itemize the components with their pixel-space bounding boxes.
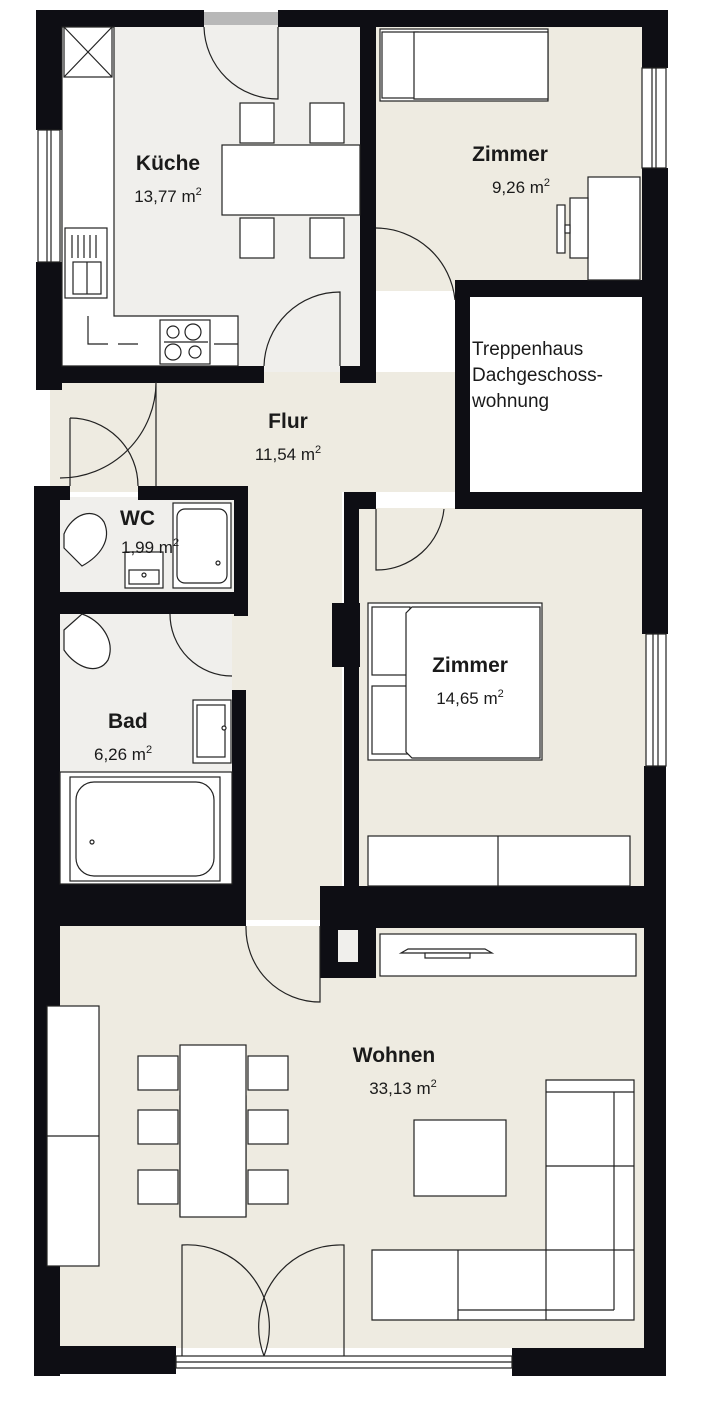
door-zimmer2	[375, 508, 445, 571]
single-bed	[379, 28, 549, 102]
door-flur-side	[59, 381, 157, 486]
washbasin-icon-bad	[192, 699, 232, 764]
room-label-wc: WC 1,99 m2	[112, 507, 212, 558]
room-area: 13,77 m2	[134, 186, 202, 206]
wall-kueche-right	[360, 10, 376, 383]
wall-wc-top-right	[138, 486, 248, 500]
window-zimmer2	[645, 633, 667, 767]
room-label-treppenhaus: Treppenhaus Dachgeschoss- wohnung	[472, 339, 603, 412]
chair	[239, 217, 275, 259]
shaft-void	[338, 930, 358, 962]
door-wc	[69, 417, 139, 487]
flur-corridor-floor	[232, 480, 342, 920]
desk	[556, 176, 641, 281]
wall-right-mid	[642, 168, 668, 634]
toilet-icon-wc	[63, 512, 108, 567]
corner-sofa	[371, 1079, 635, 1321]
wall-left-kueche-upper	[36, 10, 62, 130]
room-area: 33,13 m2	[369, 1078, 437, 1098]
double-bed	[367, 602, 543, 761]
wall-kueche-bottom-left	[36, 366, 264, 383]
chair	[247, 1169, 289, 1205]
wall-zimmer2-left	[344, 492, 359, 922]
washbasin-icon-wc	[124, 551, 164, 589]
wall-wc-bad-divider	[34, 592, 248, 614]
room-name: Wohnen	[352, 1044, 436, 1067]
door-entrance-kueche	[203, 26, 279, 100]
wall-right-top	[642, 10, 668, 68]
flur-floor	[50, 372, 458, 492]
wall-zimmer1-bottom	[455, 280, 668, 297]
room-label-zimmer1: Zimmer 9,26 m2	[446, 143, 574, 198]
chair	[137, 1169, 179, 1205]
door-bad	[169, 613, 233, 677]
toilet-icon-bad	[63, 613, 111, 670]
door-terrace-left	[181, 1244, 270, 1357]
wall-zimmer2-bottom	[320, 886, 666, 928]
tv-board	[379, 933, 637, 977]
chair	[137, 1109, 179, 1145]
chair	[247, 1109, 289, 1145]
stove-icon	[159, 319, 211, 365]
wall-top-left	[36, 10, 204, 27]
room-name: Zimmer	[432, 654, 508, 677]
window-zimmer1	[641, 67, 667, 169]
window-kueche	[37, 129, 61, 263]
treppenhaus-floor	[469, 296, 645, 492]
wall-treppenhaus-left	[455, 280, 470, 495]
chair	[137, 1055, 179, 1091]
room-name: Zimmer	[472, 143, 548, 166]
room-label-wohnen: Wohnen 33,13 m2	[330, 1044, 458, 1099]
window-wohnen-terrace	[175, 1355, 513, 1369]
sideboard	[46, 1005, 100, 1267]
door-kueche-flur	[263, 291, 341, 367]
wall-bad-right	[232, 690, 246, 920]
room-label-kueche: Küche 13,77 m2	[112, 152, 224, 207]
wall-treppenhaus-bottom	[455, 492, 668, 509]
room-name: WC	[120, 507, 155, 530]
shower-icon	[172, 502, 232, 589]
chair	[247, 1055, 289, 1091]
room-name: Küche	[135, 152, 201, 175]
room-name: Flur	[268, 410, 308, 433]
dining-table-kueche	[221, 102, 361, 259]
wall-zimmer2-pillar	[332, 603, 360, 667]
wall-bottom-right	[512, 1348, 666, 1376]
room-area: 14,65 m2	[436, 688, 504, 708]
room-label-bad: Bad 6,26 m2	[94, 710, 200, 765]
wall-bad-bottom	[34, 884, 246, 926]
entrance-threshold	[204, 12, 278, 25]
wardrobe	[367, 835, 631, 887]
coffee-table	[413, 1119, 507, 1197]
bathtub-icon	[59, 771, 233, 885]
door-terrace-right	[258, 1244, 345, 1357]
wall-wc-top-left	[34, 486, 70, 500]
fridge-icon	[63, 26, 113, 78]
chair	[239, 102, 275, 144]
room-label-zimmer2: Zimmer 14,65 m2	[410, 654, 530, 709]
chair	[309, 217, 345, 259]
room-area: 6,26 m2	[94, 744, 153, 764]
dining-table-wohnen	[137, 1044, 289, 1218]
room-name: Bad	[108, 710, 148, 733]
door-wohnen	[245, 925, 321, 1003]
wall-wc-right	[234, 486, 248, 616]
room-label-flur: Flur 11,54 m2	[236, 410, 340, 465]
sink-icon	[64, 227, 108, 299]
wall-bottom-left	[34, 1346, 176, 1374]
chair	[309, 102, 345, 144]
door-zimmer1	[375, 227, 456, 301]
room-area: 1,99 m2	[121, 537, 180, 557]
room-area: 11,54 m2	[254, 444, 322, 464]
room-area: 9,26 m2	[491, 177, 551, 197]
